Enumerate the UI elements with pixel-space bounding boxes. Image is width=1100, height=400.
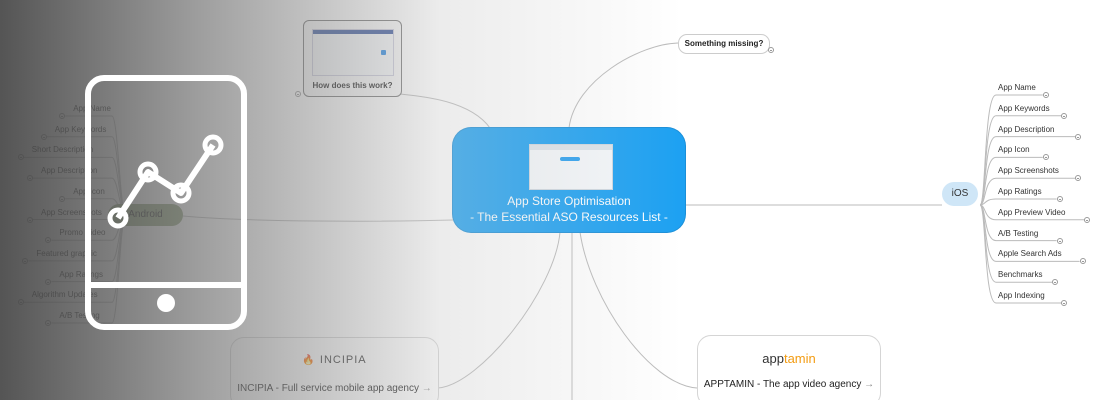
expand-icon[interactable]	[59, 195, 66, 202]
ios-item[interactable]: Apple Search Ads	[998, 249, 1062, 259]
expand-icon[interactable]	[1084, 216, 1091, 223]
apptamin-logo-part1: app	[762, 351, 784, 366]
central-title-line1: App Store Optimisation	[507, 194, 631, 208]
android-item[interactable]: Short Description	[31, 145, 94, 155]
ios-node[interactable]: iOS	[942, 182, 978, 206]
ios-item[interactable]: App Name	[998, 83, 1036, 92]
incipia-caption-text: INCIPIA - Full service mobile app agency	[237, 383, 419, 394]
ios-item[interactable]: A/B Testing	[998, 228, 1039, 238]
ios-item[interactable]: Benchmarks	[998, 270, 1043, 280]
incipia-logo-text: INCIPIA	[319, 354, 367, 366]
expand-icon[interactable]	[1056, 237, 1063, 244]
ios-item[interactable]: App Description	[998, 124, 1055, 134]
ios-item[interactable]: App Screenshots	[998, 166, 1059, 176]
ios-item[interactable]: App Ratings	[998, 187, 1042, 196]
central-topic[interactable]: App Store Optimisation - The Essential A…	[453, 128, 685, 232]
expand-icon[interactable]	[1056, 196, 1063, 202]
apptamin-logo-part2: tamin	[783, 351, 816, 366]
expand-icon[interactable]	[1042, 92, 1049, 98]
mobile-analytics-icon	[85, 75, 247, 330]
something-missing-node[interactable]: Something missing?	[678, 34, 770, 54]
ios-item[interactable]: App Indexing	[998, 291, 1045, 300]
ios-branch-line	[979, 198, 1057, 206]
how-it-works-node[interactable]: How does this work?	[303, 20, 402, 97]
how-it-works-thumbnail	[312, 29, 394, 76]
expand-icon[interactable]	[1075, 133, 1081, 140]
apptamin-caption: APPTAMIN - The app video agency →	[698, 379, 880, 390]
central-title-line2: - The Essential ASO Resources List -	[470, 210, 668, 224]
incipia-caption: INCIPIA - Full service mobile app agency…	[231, 383, 438, 394]
arrow-right-icon: →	[421, 383, 432, 394]
incipia-logo: 🔥 INCIPIA	[231, 354, 438, 366]
central-thumbnail	[529, 144, 613, 190]
expand-icon[interactable]	[40, 133, 47, 140]
apptamin-logo: apptamin	[698, 351, 880, 366]
ios-item[interactable]: App Keywords	[998, 103, 1050, 113]
ios-item[interactable]: App Icon	[998, 145, 1030, 155]
arrow-right-icon: →	[864, 379, 875, 390]
apptamin-card[interactable]: apptamin APPTAMIN - The app video agency…	[697, 335, 881, 400]
expand-icon[interactable]	[1061, 112, 1068, 119]
apptamin-caption-text: APPTAMIN - The app video agency	[703, 379, 862, 390]
how-it-works-label: How does this work?	[312, 81, 393, 90]
flame-icon: 🔥	[302, 355, 316, 366]
ios-branch-line	[979, 156, 1043, 206]
expand-icon[interactable]	[295, 91, 301, 97]
ios-item[interactable]: App Preview Video	[998, 207, 1066, 217]
expand-icon[interactable]	[768, 47, 774, 53]
incipia-card[interactable]: 🔥 INCIPIA INCIPIA - Full service mobile …	[230, 337, 439, 400]
expand-icon[interactable]	[27, 216, 33, 223]
